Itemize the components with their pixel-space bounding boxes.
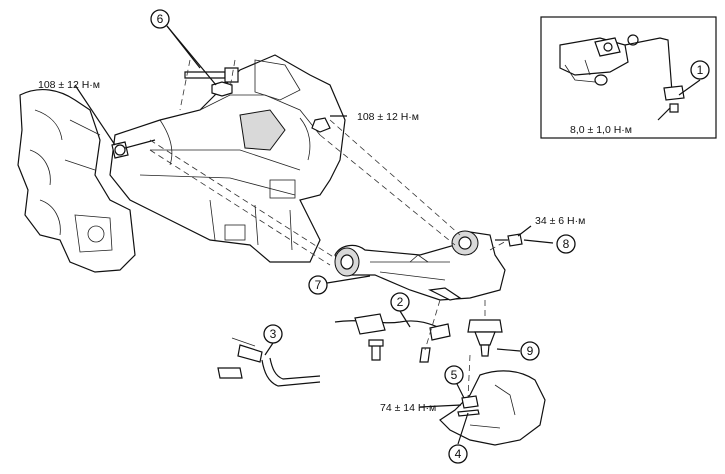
bracket-bolt: [495, 233, 523, 247]
lower-control-arm: [334, 230, 506, 301]
torque-label-inset: 8,0 ± 1,0 Н·м: [570, 124, 632, 136]
callout-9: 9: [520, 341, 540, 361]
subframe: [109, 54, 346, 263]
svg-text:4: 4: [455, 447, 462, 461]
assembly-lines: [149, 59, 509, 399]
callout-4: 4: [448, 444, 468, 464]
callout-8: 8: [556, 234, 576, 254]
upper-bolt: [184, 67, 239, 97]
left-mount-bolt: [111, 139, 156, 159]
steering-knuckle: [439, 370, 546, 446]
stabilizer-link: [217, 337, 321, 387]
svg-text:5: 5: [451, 368, 458, 382]
svg-text:7: 7: [315, 278, 322, 292]
torque-label-right: 108 ± 12 Н·м: [357, 111, 419, 123]
height-sensor-link: [334, 313, 451, 363]
svg-text:2: 2: [397, 295, 404, 309]
callout-3: 3: [263, 324, 283, 344]
callout-2: 2: [390, 292, 410, 312]
svg-text:3: 3: [270, 327, 277, 341]
leader-lines: [74, 25, 701, 445]
callout-6: 6: [150, 9, 170, 29]
inset-detail-box: [540, 16, 717, 139]
callout-5: 5: [444, 365, 464, 385]
right-mount-nut: [311, 117, 331, 133]
svg-text:9: 9: [527, 344, 534, 358]
torque-label-left: 108 ± 12 Н·м: [38, 79, 100, 91]
torque-label-ball-joint: 74 ± 14 Н·м: [380, 402, 436, 414]
callout-1: 1: [690, 60, 710, 80]
svg-text:1: 1: [697, 63, 704, 77]
svg-text:6: 6: [157, 12, 164, 26]
body-structure-left: [17, 88, 136, 273]
svg-text:8: 8: [563, 237, 570, 251]
ball-joint: [467, 319, 503, 357]
callout-7: 7: [308, 275, 328, 295]
torque-label-bracket: 34 ± 6 Н·м: [535, 215, 585, 227]
